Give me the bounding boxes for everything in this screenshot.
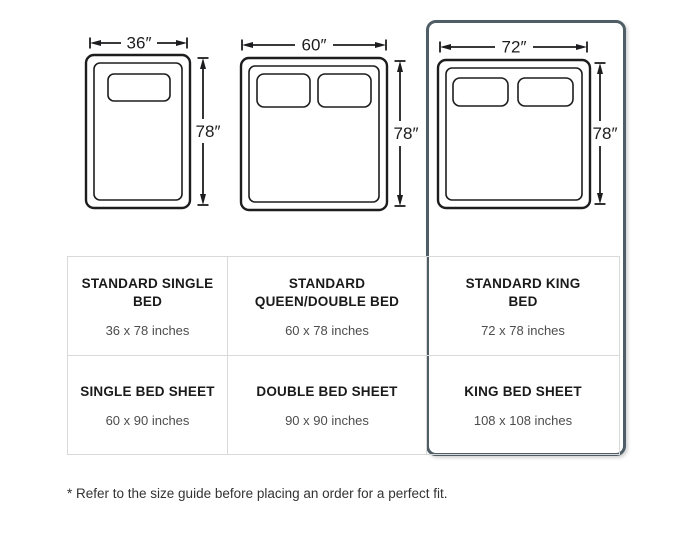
cell-size: 60 x 90 inches <box>105 413 190 428</box>
queen-bed-height-dimension: 78″ <box>394 60 419 207</box>
cell-standard-king-bed: STANDARD KING BED 72 x 78 inches <box>427 257 619 356</box>
cell-title: SINGLE BED SHEET <box>80 384 215 399</box>
cell-size: 72 x 78 inches <box>481 322 565 338</box>
cell-double-bed-sheet: DOUBLE BED SHEET 90 x 90 inches <box>228 356 427 455</box>
cell-title: DOUBLE BED SHEET <box>256 384 398 399</box>
king-bed-width-label: 72″ <box>502 38 527 57</box>
single-bed-width-label: 36″ <box>127 34 152 53</box>
size-table: STANDARD SINGLE BED 36 x 78 inches STAND… <box>67 256 620 455</box>
queen-bed-pillow-right-icon <box>317 73 372 108</box>
cell-single-bed-sheet: SINGLE BED SHEET 60 x 90 inches <box>68 356 228 455</box>
king-bed-diagram: 72″ 78″ <box>436 38 618 210</box>
cell-size: 108 x 108 inches <box>473 413 573 428</box>
king-bed-width-dimension: 72″ <box>439 38 588 57</box>
cell-standard-single-bed: STANDARD SINGLE BED 36 x 78 inches <box>68 257 228 356</box>
queen-bed-width-dimension: 60″ <box>241 36 387 55</box>
cell-title: STANDARD KING BED <box>465 275 581 309</box>
cell-king-bed-sheet: KING BED SHEET 108 x 108 inches <box>427 356 619 455</box>
cell-size: 60 x 78 inches <box>285 322 369 338</box>
single-bed-pillow-icon <box>107 73 171 102</box>
single-bed-height-label: 78″ <box>196 122 221 141</box>
king-bed-pillow-left-icon <box>452 77 509 107</box>
cell-size: 90 x 90 inches <box>285 413 369 428</box>
cell-title: KING BED SHEET <box>464 384 582 399</box>
queen-bed-height-label: 78″ <box>394 124 419 143</box>
cell-title: STANDARD QUEEN/DOUBLE BED <box>254 275 400 309</box>
queen-bed-width-label: 60″ <box>302 36 327 55</box>
king-bed-height-dimension: 78″ <box>593 62 618 205</box>
queen-bed-pillow-left-icon <box>256 73 311 108</box>
cell-standard-queen-double-bed: STANDARD QUEEN/DOUBLE BED 60 x 78 inches <box>228 257 427 356</box>
king-bed-pillow-right-icon <box>517 77 574 107</box>
size-guide-footnote: * Refer to the size guide before placing… <box>67 486 448 501</box>
single-bed-diagram: 36″ 78″ <box>84 34 221 210</box>
single-bed-height-dimension: 78″ <box>196 57 221 206</box>
cell-size: 36 x 78 inches <box>105 322 190 338</box>
queen-double-bed-diagram: 60″ 78″ <box>239 36 419 212</box>
single-bed-width-dimension: 36″ <box>89 34 188 53</box>
cell-title: STANDARD SINGLE BED <box>81 275 214 309</box>
bed-diagrams: 36″ 78″ <box>84 34 618 212</box>
king-bed-height-label: 78″ <box>593 124 618 143</box>
